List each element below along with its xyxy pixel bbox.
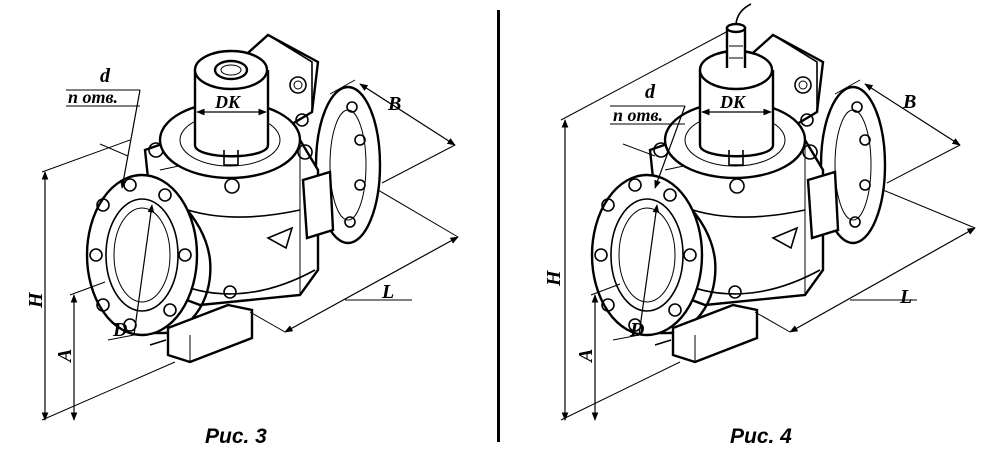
dim-d: d bbox=[645, 81, 656, 103]
dim-h: H bbox=[25, 291, 47, 309]
dim-a: A bbox=[575, 349, 597, 364]
valve-drawing-fig4: d n отв. DK B L D H A bbox=[543, 3, 976, 421]
caption-fig3: Рис. 3 bbox=[205, 425, 267, 448]
dim-a: A bbox=[54, 349, 76, 364]
dim-d: d bbox=[100, 65, 111, 87]
dim-n-holes: n отв. bbox=[68, 87, 118, 107]
valve-drawing-fig3: d n отв. DK B L D H A bbox=[25, 33, 459, 421]
dim-d-big: D bbox=[112, 319, 127, 341]
dim-dk: DK bbox=[214, 92, 242, 112]
dim-b: B bbox=[387, 93, 401, 115]
dim-l: L bbox=[899, 286, 912, 308]
dim-d-big: D bbox=[629, 319, 644, 341]
caption-fig4: Рис. 4 bbox=[730, 425, 792, 448]
dimension-lines bbox=[41, 79, 459, 421]
solenoid-coil bbox=[698, 3, 775, 166]
mounting-foot bbox=[654, 303, 759, 364]
dim-h: H bbox=[543, 269, 565, 287]
figure-4: d n отв. DK B L D H A Рис. 4 bbox=[505, 0, 1000, 462]
mounting-foot bbox=[149, 303, 254, 364]
dim-dk: DK bbox=[719, 92, 747, 112]
dimension-lines bbox=[560, 29, 976, 421]
dim-b: B bbox=[902, 91, 916, 113]
figure-3: d n отв. DK B L D H A Рис. 3 bbox=[0, 0, 495, 462]
dim-l: L bbox=[381, 281, 394, 303]
figure-divider bbox=[497, 10, 500, 442]
dim-n-holes: n отв. bbox=[613, 105, 663, 125]
